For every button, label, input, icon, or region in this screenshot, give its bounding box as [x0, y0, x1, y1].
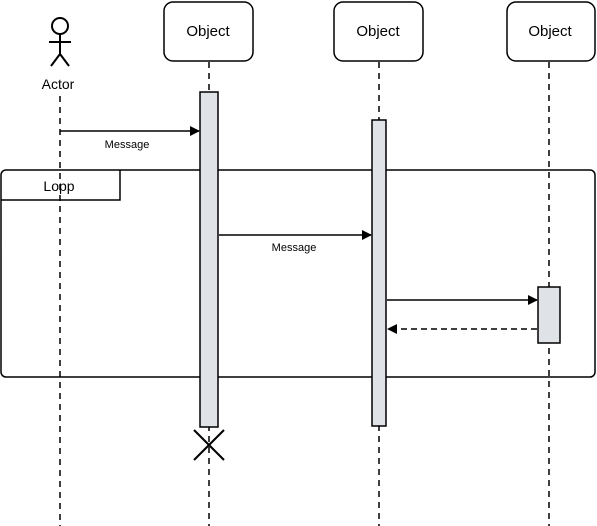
object-3-box	[506, 1, 596, 62]
message-2: Message	[219, 230, 372, 254]
loop-fragment-frame	[0, 169, 596, 378]
actor-left-leg	[50, 53, 61, 67]
loop-fragment-label: Lopp	[43, 178, 74, 194]
object-3: Object	[506, 1, 596, 62]
message-1-label: Message	[105, 139, 150, 151]
object-2-activation	[371, 119, 387, 427]
loop-fragment: Lopp	[0, 169, 596, 378]
object-3-activation	[537, 286, 561, 344]
object-1: Object	[163, 1, 254, 62]
object-1-box	[163, 1, 254, 62]
destroy-icon-stroke-2	[193, 429, 225, 461]
object-2-box	[333, 1, 424, 62]
object-2: Object	[333, 1, 424, 62]
loop-fragment-tab	[1, 170, 121, 201]
message-2-label: Message	[272, 242, 317, 254]
object-2-label: Object	[356, 23, 400, 40]
object-3-label: Object	[528, 23, 572, 40]
message-1: Message	[60, 126, 200, 151]
actor: Actor	[42, 17, 75, 92]
actor-label: Actor	[42, 76, 75, 92]
actor-head	[51, 17, 69, 35]
object-1-label: Object	[186, 23, 230, 40]
object-1-activation	[199, 91, 219, 428]
destroy-icon	[193, 429, 225, 461]
actor-right-leg	[59, 53, 70, 67]
